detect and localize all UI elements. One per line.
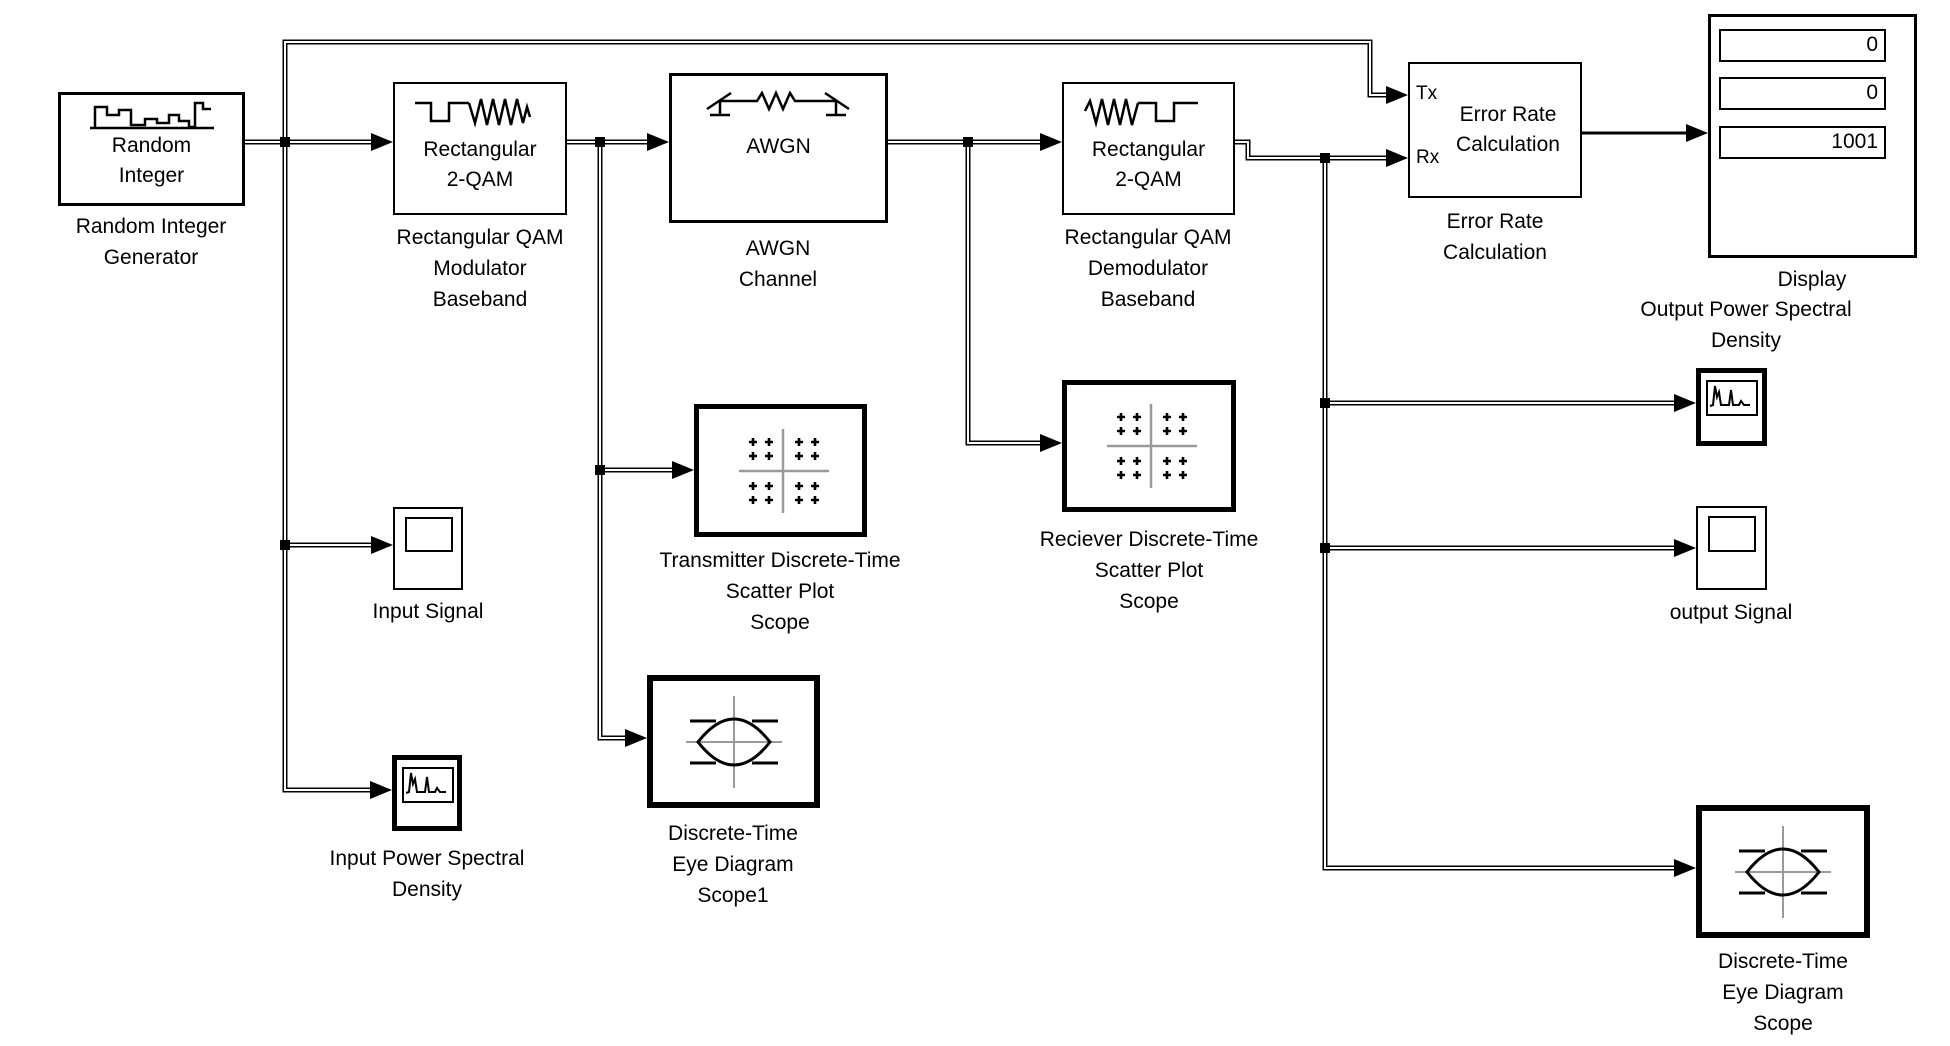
port-label-tx: Tx bbox=[1416, 83, 1438, 104]
block-receiver-scatter-scope[interactable] bbox=[1062, 380, 1236, 512]
block-text: Random bbox=[111, 134, 192, 157]
block-text: 2-QAM bbox=[1115, 168, 1182, 191]
label-input-signal: Input Signal bbox=[372, 600, 484, 623]
label-eye-diagram-scope: Discrete-Time Eye Diagram Scope bbox=[1718, 950, 1848, 1035]
block-display[interactable]: 0 0 1001 bbox=[1708, 14, 1917, 258]
label-random-integer-generator: Random Integer Generator bbox=[75, 215, 227, 269]
label-awgn-channel: AWGN Channel bbox=[738, 237, 818, 291]
block-output-signal-scope[interactable] bbox=[1696, 506, 1767, 590]
label-output-signal: output Signal bbox=[1669, 601, 1793, 624]
display-value-1: 0 bbox=[1719, 29, 1886, 62]
spectrum-icon bbox=[405, 772, 446, 794]
wire-demod-to-errrx[interactable] bbox=[1235, 142, 1388, 158]
block-text: Error Rate bbox=[1459, 103, 1557, 126]
label-input-psd: Input Power Spectral Density bbox=[329, 847, 525, 901]
arrowheads bbox=[370, 86, 1708, 877]
scatter-plot-icon bbox=[738, 428, 829, 513]
port-label-rx: Rx bbox=[1416, 147, 1440, 168]
block-text: AWGN bbox=[746, 135, 811, 158]
awgn-channel-icon bbox=[705, 89, 850, 117]
display-value-2: 0 bbox=[1719, 77, 1886, 110]
block-random-integer-generator[interactable]: Random Integer bbox=[58, 92, 245, 206]
modulator-wave-icon bbox=[415, 98, 532, 128]
block-eye-diagram-scope[interactable] bbox=[1696, 805, 1870, 938]
block-input-power-spectral-density[interactable] bbox=[392, 755, 462, 831]
block-text: Calculation bbox=[1456, 133, 1560, 156]
wire-rand-to-input-psd[interactable] bbox=[285, 545, 372, 790]
scope-screen-icon bbox=[1708, 516, 1756, 552]
block-text: Rectangular bbox=[1091, 138, 1206, 161]
block-awgn-channel[interactable]: AWGN bbox=[669, 73, 888, 223]
block-text: Rectangular bbox=[423, 138, 537, 161]
block-eye-diagram-scope1[interactable] bbox=[647, 675, 820, 808]
label-output-psd: Output Power Spectral Density bbox=[1640, 298, 1852, 352]
block-text: 2-QAM bbox=[446, 168, 514, 191]
demodulator-wave-icon bbox=[1083, 97, 1198, 128]
block-input-signal-scope[interactable] bbox=[393, 507, 463, 590]
label-qam-demodulator: Rectangular QAM Demodulator Baseband bbox=[1064, 226, 1232, 311]
block-qam-modulator[interactable]: Rectangular 2-QAM bbox=[393, 82, 567, 215]
block-transmitter-scatter-scope[interactable] bbox=[694, 404, 867, 537]
label-error-rate-calculation: Error Rate Calculation bbox=[1443, 210, 1547, 264]
block-error-rate-calculation[interactable]: Tx Rx Error Rate Calculation bbox=[1408, 62, 1582, 198]
label-display: Display bbox=[1777, 268, 1847, 291]
eye-diagram-icon bbox=[1735, 825, 1831, 918]
scope-screen-icon bbox=[405, 517, 453, 552]
scatter-plot-icon bbox=[1107, 404, 1197, 488]
wire-rand-to-input-signal[interactable] bbox=[285, 142, 373, 545]
label-eye-diagram-scope1: Discrete-Time Eye Diagram Scope1 bbox=[668, 822, 798, 907]
label-rx-scatter: Reciever Discrete-Time Scatter Plot Scop… bbox=[1039, 528, 1259, 613]
block-output-power-spectral-density[interactable] bbox=[1696, 368, 1767, 446]
label-qam-modulator: Rectangular QAM Modulator Baseband bbox=[396, 226, 564, 311]
eye-diagram-icon bbox=[685, 695, 782, 788]
spectrum-icon bbox=[1709, 385, 1750, 407]
wire-junctions bbox=[280, 137, 1330, 553]
block-text: Integer bbox=[118, 164, 185, 187]
label-tx-scatter: Transmitter Discrete-Time Scatter Plot S… bbox=[659, 549, 901, 634]
random-stairs-icon bbox=[89, 101, 214, 130]
block-qam-demodulator[interactable]: Rectangular 2-QAM bbox=[1062, 82, 1235, 215]
display-value-3: 1001 bbox=[1719, 126, 1886, 159]
